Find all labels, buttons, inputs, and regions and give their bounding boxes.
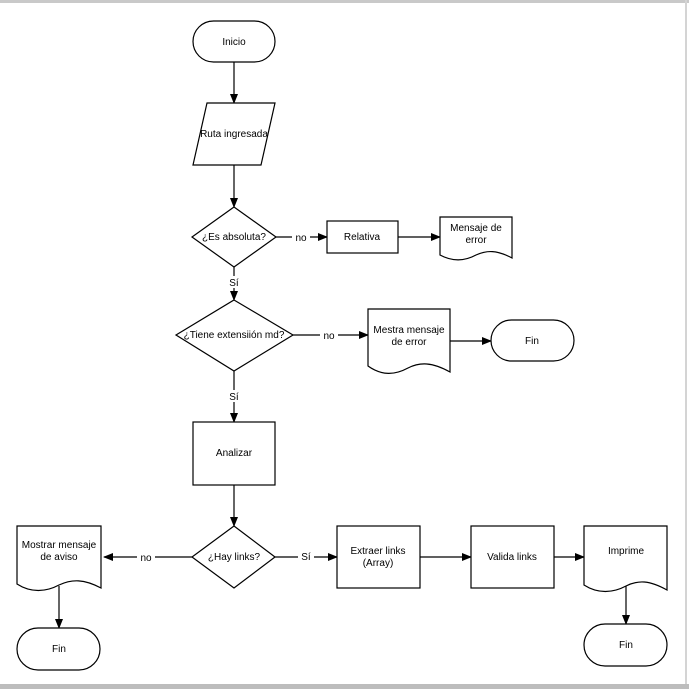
edge-label-no-relativa: no xyxy=(295,233,307,244)
edge-label-si-links: Sí xyxy=(301,552,311,563)
node-mensaje-error[interactable]: Mensaje de error xyxy=(439,216,513,261)
edge-label-si-md: Sí xyxy=(229,278,239,289)
node-tiene-md[interactable]: ¿Tiene extensiión md? xyxy=(174,299,295,372)
node-extraer-line1: Extraer links xyxy=(350,546,405,557)
node-analizar-label: Analizar xyxy=(216,448,253,459)
window-right-border xyxy=(685,0,687,689)
window-bottom-border xyxy=(0,684,689,689)
node-fin-2-label: Fin xyxy=(52,644,66,655)
node-fin-3-label: Fin xyxy=(619,640,633,651)
node-extraer-line2: (Array) xyxy=(363,558,394,569)
node-mestra-line2: de error xyxy=(391,337,427,348)
node-es-absoluta[interactable]: ¿Es absoluta? xyxy=(190,206,278,268)
edge-labels: no Sí no Sí no Sí xyxy=(137,231,338,564)
window-top-border xyxy=(0,0,689,3)
node-valida-links[interactable]: Valida links xyxy=(470,525,555,589)
node-aviso-line1: Mostrar mensaje xyxy=(22,540,97,551)
node-inicio[interactable]: Inicio xyxy=(192,20,276,63)
node-relativa-label: Relativa xyxy=(344,232,381,243)
node-mensaje-error-line1: Mensaje de xyxy=(450,223,502,234)
node-mensaje-error-line2: error xyxy=(465,235,487,246)
edge-label-si-analizar: Sí xyxy=(229,392,239,403)
node-fin-3[interactable]: Fin xyxy=(583,623,668,667)
node-inicio-label: Inicio xyxy=(222,37,246,48)
node-mestra-mensaje[interactable]: Mestra mensaje de error xyxy=(367,308,451,374)
node-es-absoluta-label: ¿Es absoluta? xyxy=(202,232,266,243)
edge-label-no-links: no xyxy=(140,553,152,564)
node-ruta-label: Ruta ingresada xyxy=(200,129,268,140)
edge-label-no-md: no xyxy=(323,331,335,342)
node-hay-links-label: ¿Hay links? xyxy=(208,552,261,563)
node-relativa[interactable]: Relativa xyxy=(326,220,399,254)
node-fin-1[interactable]: Fin xyxy=(490,319,575,362)
node-imprime[interactable]: Imprime xyxy=(583,525,668,593)
node-aviso-line2: de aviso xyxy=(40,552,78,563)
node-extraer-links[interactable]: Extraer links (Array) xyxy=(336,525,421,589)
node-ruta-ingresada[interactable]: Ruta ingresada xyxy=(192,102,276,166)
node-analizar[interactable]: Analizar xyxy=(192,421,276,486)
node-hay-links[interactable]: ¿Hay links? xyxy=(190,525,276,589)
node-mostrar-aviso[interactable]: Mostrar mensaje de aviso xyxy=(16,525,102,592)
node-valida-label: Valida links xyxy=(487,552,537,563)
node-mestra-line1: Mestra mensaje xyxy=(373,325,445,336)
node-tiene-md-label: ¿Tiene extensiión md? xyxy=(184,330,285,341)
node-imprime-label: Imprime xyxy=(608,546,645,557)
node-fin-1-label: Fin xyxy=(525,336,539,347)
node-fin-2[interactable]: Fin xyxy=(16,627,101,671)
